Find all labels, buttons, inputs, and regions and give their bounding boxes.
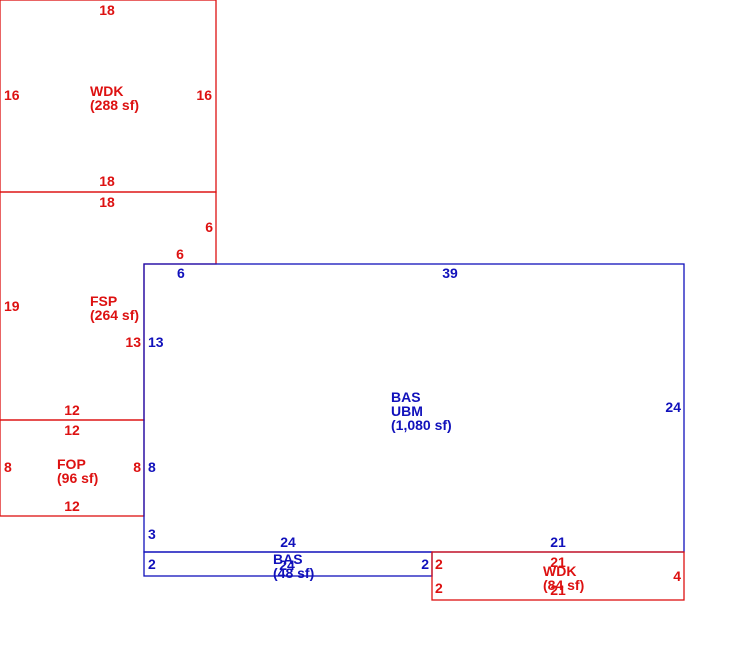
wdk-bottom-dim-left-lower: 2 xyxy=(435,580,443,596)
wdk-bottom-outline xyxy=(431,551,685,601)
wdk-bottom-dim-right: 4 xyxy=(673,568,681,584)
bas-main-name: BAS xyxy=(391,389,421,405)
fsp-dim-step: 6 xyxy=(176,246,184,262)
bas-main-dim-left-bottom: 3 xyxy=(148,526,156,542)
wdk-bottom-dim-left-upper: 2 xyxy=(435,556,443,572)
fop-dim-right: 8 xyxy=(133,459,141,475)
wdk-top-dim-right: 16 xyxy=(196,87,212,103)
wdk-top-dim-bottom: 18 xyxy=(99,173,115,189)
bas-small-dim-bottom: 24 xyxy=(279,557,295,573)
fsp-name: FSP xyxy=(90,293,117,309)
fsp-dim-left: 19 xyxy=(4,298,20,314)
bas-main-area: (1,080 sf) xyxy=(391,417,452,433)
bas-small-area: (48 sf) xyxy=(273,565,314,581)
bas-main-dim-top: 39 xyxy=(442,265,458,281)
bas-main-dim-left-mid: 13 xyxy=(148,334,164,350)
bas-main-dim-bottom-left: 24 xyxy=(280,534,296,550)
fop-area: (96 sf) xyxy=(57,470,98,486)
wdk-bottom-dim-bottom: 21 xyxy=(550,582,566,598)
fsp-dim-top: 18 xyxy=(99,194,115,210)
bas-small-dim-right: 2 xyxy=(421,556,429,572)
wdk-bottom-dim-top: 21 xyxy=(550,554,566,570)
wdk-top-dim-top: 18 xyxy=(99,2,115,18)
wdk-top-area: (288 sf) xyxy=(90,97,139,113)
fsp-dim-right-lower: 13 xyxy=(125,334,141,350)
fop-dim-left: 8 xyxy=(4,459,12,475)
wdk-bottom-area: (84 sf) xyxy=(543,577,584,593)
fop-dim-top: 12 xyxy=(64,422,80,438)
bas-small-dim-left: 2 xyxy=(148,556,156,572)
bas-main-dim-right: 24 xyxy=(665,399,681,415)
bas-main-dim-left-low: 8 xyxy=(148,459,156,475)
fsp-dim-bottom: 12 xyxy=(64,402,80,418)
fsp-dim-right-upper: 6 xyxy=(205,219,213,235)
bas-main-dim-bottom-right: 21 xyxy=(550,534,566,550)
bas-main-dim-left-top: 6 xyxy=(177,265,185,281)
wdk-top-name: WDK xyxy=(90,83,123,99)
fsp-area: (264 sf) xyxy=(90,307,139,323)
fop-name: FOP xyxy=(57,456,86,472)
bas-main-sub: UBM xyxy=(391,403,423,419)
fop-dim-bottom: 12 xyxy=(64,498,80,514)
wdk-top-dim-left: 16 xyxy=(4,87,20,103)
bas-small-name: BAS xyxy=(273,551,303,567)
wdk-bottom-name: WDK xyxy=(543,563,576,579)
